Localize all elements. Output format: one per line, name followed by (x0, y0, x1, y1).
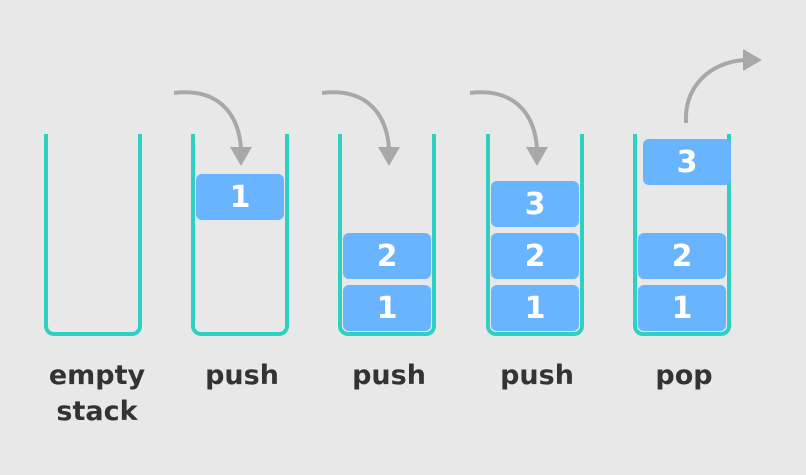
caption-push-1: push (162, 358, 322, 394)
caption-line-1: push (352, 360, 426, 391)
caption-line-1: empty (48, 360, 146, 391)
caption-line-2: stack (56, 396, 138, 427)
caption-line-1: push (205, 360, 279, 391)
stack-container-empty (44, 134, 142, 336)
pop-arrow (683, 49, 762, 124)
stack-container-push-3: 3 2 1 (486, 134, 584, 336)
stack-container-push-1: 1 (191, 134, 289, 336)
stack-block: 2 (343, 233, 431, 279)
stack-block: 3 (491, 181, 579, 227)
stack-block: 1 (196, 174, 284, 220)
caption-push-2: push (309, 358, 469, 394)
caption-push-3: push (457, 358, 617, 394)
stack-container-push-2: 2 1 (338, 134, 436, 336)
caption-line-1: pop (655, 360, 713, 391)
caption-pop: pop (604, 358, 764, 394)
popped-block: 3 (643, 139, 731, 185)
stack-block: 1 (343, 285, 431, 331)
stack-container-pop: 3 2 1 (633, 134, 731, 336)
stack-block: 1 (491, 285, 579, 331)
stack-block: 2 (638, 233, 726, 279)
caption-empty-stack: empty stack (17, 358, 177, 430)
stack-block: 2 (491, 233, 579, 279)
stack-block: 1 (638, 285, 726, 331)
caption-line-1: push (500, 360, 574, 391)
